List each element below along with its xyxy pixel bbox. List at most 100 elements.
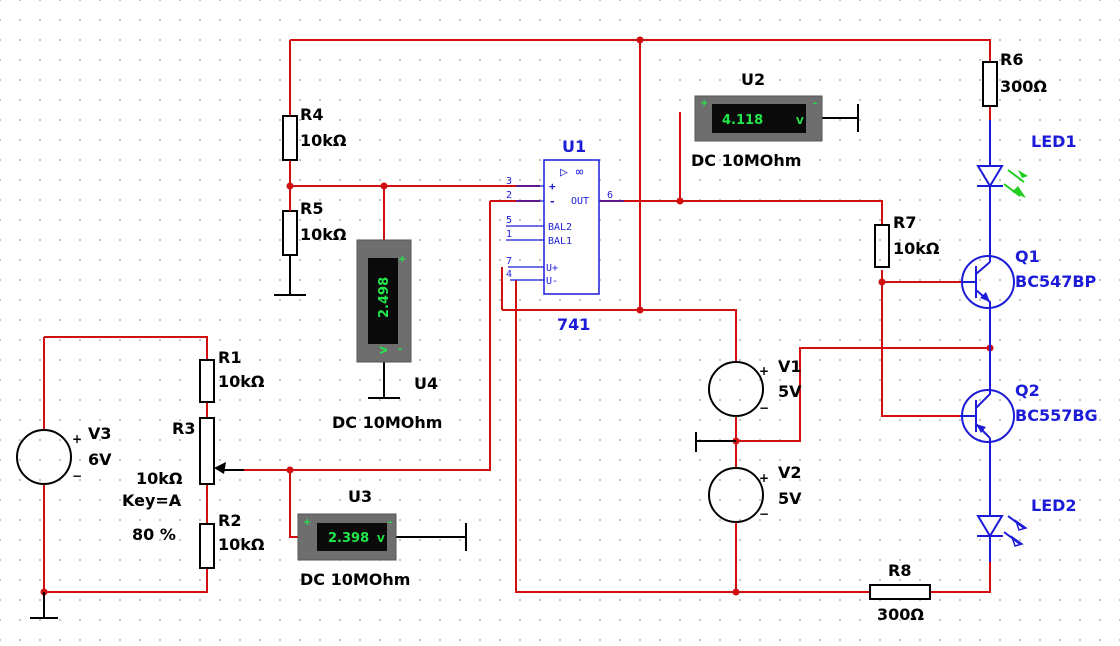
ground-v1v2: [695, 432, 736, 452]
u1-model: 741: [557, 315, 590, 334]
ground-v3: [30, 592, 58, 619]
u3-reading: 2.398: [328, 531, 369, 546]
q2-ref: Q2: [1015, 381, 1040, 400]
u4-unit: V: [379, 346, 390, 354]
r7-value: 10kΩ: [893, 239, 940, 258]
v1-ref: V1: [778, 357, 802, 376]
voltmeter-u2[interactable]: 4.118 V + - U2 DC 10MOhm: [691, 70, 823, 170]
svg-text:BAL2: BAL2: [548, 222, 572, 233]
svg-text:1: 1: [506, 229, 512, 240]
u2-reading: 4.118: [722, 113, 763, 128]
resistor-r2[interactable]: R2 10kΩ: [199, 511, 265, 569]
r2-ref: R2: [218, 511, 241, 530]
r3-key: Key=A: [122, 491, 182, 510]
voltmeter-u4[interactable]: 2.498 V + - U4 DC 10MOhm: [332, 239, 442, 432]
wires: [43, 39, 991, 593]
r3-value: 10kΩ: [136, 469, 183, 488]
svg-text:+: +: [72, 432, 82, 446]
u3-ref: U3: [348, 487, 372, 506]
svg-text:-: -: [398, 344, 402, 355]
u1-ref: U1: [562, 137, 586, 156]
ground-r5: [274, 255, 306, 296]
ground-u4: [368, 362, 400, 399]
r2-value: 10kΩ: [218, 535, 265, 554]
r8-ref: R8: [888, 561, 911, 580]
voltage-source-v3[interactable]: + − V3 6V: [16, 424, 112, 485]
voltmeter-u3[interactable]: 2.398 V + - U3 DC 10MOhm: [297, 487, 410, 589]
r6-ref: R6: [1000, 50, 1023, 69]
q1-ref: Q1: [1015, 247, 1040, 266]
led2-ref: LED2: [1031, 496, 1077, 515]
svg-text:U-: U-: [546, 276, 558, 287]
svg-text:-: -: [388, 517, 392, 528]
r4-value: 10kΩ: [300, 131, 347, 150]
u4-reading: 2.498: [377, 277, 392, 318]
svg-text:OUT: OUT: [571, 196, 589, 207]
resistor-r4[interactable]: R4 10kΩ: [282, 105, 347, 161]
opamp-u1[interactable]: U1 741 ▷ ∞ 3 2 5 1 7 4 6 + - OUT BAL2 BA…: [506, 137, 624, 334]
voltage-source-v1[interactable]: + − V1 5V: [708, 357, 802, 417]
r5-ref: R5: [300, 199, 323, 218]
led1-ref: LED1: [1031, 132, 1077, 151]
u3-mode: DC 10MOhm: [300, 570, 410, 589]
resistor-r5[interactable]: R5 10kΩ: [282, 199, 347, 256]
svg-text:5: 5: [506, 215, 512, 226]
svg-text:BAL1: BAL1: [548, 236, 572, 247]
led-led1[interactable]: LED1: [976, 120, 1077, 262]
q1-model: BC547BP: [1015, 272, 1097, 291]
u1-symbol: ▷ ∞: [560, 165, 584, 180]
resistor-r1[interactable]: R1 10kΩ: [199, 348, 265, 403]
u2-mode: DC 10MOhm: [691, 151, 801, 170]
transistor-q2[interactable]: Q2 BC557BG: [960, 348, 1098, 443]
voltage-source-v2[interactable]: + − V2 5V: [708, 463, 802, 523]
svg-text:+: +: [549, 180, 556, 193]
u3-unit: V: [377, 534, 385, 545]
ground-u2: [822, 104, 859, 132]
svg-text:2: 2: [506, 190, 512, 201]
u4-ref: U4: [414, 374, 438, 393]
svg-text:+: +: [759, 364, 769, 378]
svg-text:7: 7: [506, 256, 512, 267]
transistor-q1[interactable]: Q1 BC547BP: [961, 247, 1097, 348]
v2-value: 5V: [778, 489, 802, 508]
svg-text:+: +: [398, 254, 406, 265]
svg-text:+: +: [700, 98, 708, 109]
ground-u3: [396, 523, 467, 551]
v3-value: 6V: [88, 450, 112, 469]
u2-ref: U2: [741, 70, 765, 89]
r8-value: 300Ω: [877, 605, 924, 624]
svg-text:6: 6: [607, 190, 613, 201]
r1-value: 10kΩ: [218, 372, 265, 391]
q2-model: BC557BG: [1015, 406, 1098, 425]
v2-ref: V2: [778, 463, 802, 482]
r4-ref: R4: [300, 105, 323, 124]
r3-percent: 80 %: [132, 525, 176, 544]
svg-text:-: -: [549, 195, 556, 208]
svg-text:+: +: [759, 471, 769, 485]
svg-text:−: −: [759, 507, 769, 521]
r7-ref: R7: [893, 213, 916, 232]
resistor-r7[interactable]: R7 10kΩ: [874, 213, 940, 268]
u4-mode: DC 10MOhm: [332, 413, 442, 432]
svg-text:3: 3: [506, 176, 512, 187]
resistor-r6[interactable]: R6 300Ω: [982, 50, 1047, 107]
svg-text:-: -: [813, 98, 817, 109]
u2-unit: V: [796, 116, 804, 127]
led-led2[interactable]: LED2: [976, 438, 1077, 562]
svg-text:+: +: [303, 517, 311, 528]
resistor-r8[interactable]: R8 300Ω: [869, 561, 931, 624]
svg-text:U+: U+: [546, 263, 558, 274]
v1-value: 5V: [778, 382, 802, 401]
v3-ref: V3: [88, 424, 112, 443]
svg-text:4: 4: [506, 269, 512, 280]
r1-ref: R1: [218, 348, 241, 367]
svg-text:−: −: [72, 469, 82, 483]
potentiometer-r3[interactable]: R3 10kΩ Key=A 80 %: [122, 417, 244, 544]
r3-ref: R3: [172, 419, 195, 438]
r5-value: 10kΩ: [300, 225, 347, 244]
r6-value: 300Ω: [1000, 77, 1047, 96]
ground-symbols: [30, 104, 859, 619]
svg-text:−: −: [759, 401, 769, 415]
